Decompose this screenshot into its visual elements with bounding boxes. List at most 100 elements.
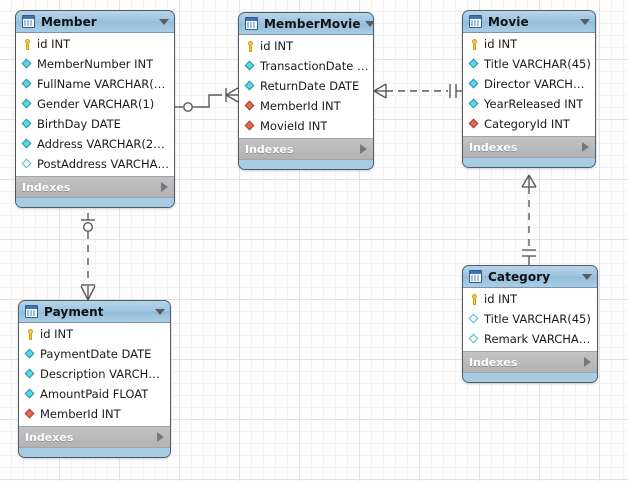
table-icon xyxy=(22,15,35,28)
indexes-row[interactable]: Indexes xyxy=(463,137,595,158)
chevron-right-icon[interactable] xyxy=(582,142,589,152)
field-row[interactable]: FullName VARCHAR(100) xyxy=(16,74,174,94)
chevron-right-icon[interactable] xyxy=(161,182,168,192)
field-row[interactable]: MemberId INT xyxy=(239,96,373,116)
chevron-right-icon[interactable] xyxy=(360,144,367,154)
field-row[interactable]: Gender VARCHAR(1) xyxy=(16,94,174,114)
field-row[interactable]: Title VARCHAR(45) xyxy=(463,54,595,74)
field-label: MovieId INT xyxy=(260,119,328,133)
field-row[interactable]: CategoryId INT xyxy=(463,114,595,134)
field-label: ReturnDate DATE xyxy=(260,79,360,93)
table-icon xyxy=(469,270,482,283)
entity-member[interactable]: Member id INT MemberNumber INT FullName … xyxy=(15,10,175,208)
chevron-down-icon[interactable] xyxy=(364,20,373,27)
chevron-down-icon[interactable] xyxy=(159,18,169,25)
indexes-row[interactable]: Indexes xyxy=(19,427,170,448)
field-row[interactable]: MemberNumber INT xyxy=(16,54,174,74)
field-label: YearReleased INT xyxy=(484,97,584,111)
field-label: id INT xyxy=(37,37,71,51)
entity-title: Category xyxy=(488,269,551,284)
field-row[interactable]: MemberId INT xyxy=(19,404,170,424)
field-row[interactable]: Address VARCHAR(255) xyxy=(16,134,174,154)
field-label: Title VARCHAR(45) xyxy=(484,57,591,71)
entity-bottom-strip xyxy=(19,448,170,457)
diamond-icon xyxy=(22,59,33,70)
field-label: CategoryId INT xyxy=(484,117,570,131)
field-row[interactable]: PostAddress VARCHAR(255) xyxy=(16,154,174,174)
foreign-key-diamond-icon xyxy=(245,101,256,112)
field-label: id INT xyxy=(260,39,294,53)
field-row[interactable]: Director VARCHAR(45) xyxy=(463,74,595,94)
diamond-icon xyxy=(25,369,36,380)
diamond-icon xyxy=(245,81,256,92)
entity-payment[interactable]: Payment id INT PaymentDate DATE Descript… xyxy=(18,300,171,458)
key-icon xyxy=(469,38,480,50)
field-label: Address VARCHAR(255) xyxy=(37,137,170,151)
diamond-icon xyxy=(245,61,256,72)
entity-bottom-strip xyxy=(463,373,597,382)
entity-title: Payment xyxy=(44,304,104,319)
field-row[interactable]: ReturnDate DATE xyxy=(239,76,373,96)
field-label: Remark VARCHAR(500) xyxy=(484,332,593,346)
entity-header[interactable]: Payment xyxy=(19,301,170,323)
diamond-icon xyxy=(469,334,480,345)
chevron-down-icon[interactable] xyxy=(155,308,165,315)
indexes-row[interactable]: Indexes xyxy=(239,139,373,160)
field-row[interactable]: id INT xyxy=(463,34,595,54)
entity-header[interactable]: Movie xyxy=(463,11,595,33)
chevron-down-icon[interactable] xyxy=(582,273,592,280)
chevron-down-icon[interactable] xyxy=(580,18,590,25)
field-row[interactable]: PaymentDate DATE xyxy=(19,344,170,364)
field-row[interactable]: id INT xyxy=(19,324,170,344)
diamond-icon xyxy=(22,139,33,150)
indexes-row[interactable]: Indexes xyxy=(16,177,174,198)
entity-category[interactable]: Category id INT Title VARCHAR(45) Remark… xyxy=(462,265,598,383)
entity-fields: id INT Title VARCHAR(45) Remark VARCHAR(… xyxy=(463,288,597,352)
field-row[interactable]: YearReleased INT xyxy=(463,94,595,114)
field-label: MemberId INT xyxy=(260,99,341,113)
foreign-key-diamond-icon xyxy=(245,121,256,132)
entity-header[interactable]: Category xyxy=(463,266,597,288)
entity-fields: id INT PaymentDate DATE Description VARC… xyxy=(19,323,170,427)
field-row[interactable]: id INT xyxy=(239,36,373,56)
field-label: Description VARCHAR(100) xyxy=(40,367,166,381)
key-icon xyxy=(22,38,33,50)
field-row[interactable]: id INT xyxy=(16,34,174,54)
chevron-right-icon[interactable] xyxy=(157,432,164,442)
diamond-icon xyxy=(25,349,36,360)
field-label: MemberNumber INT xyxy=(37,57,154,71)
field-row[interactable]: id INT xyxy=(463,289,597,309)
field-label: Gender VARCHAR(1) xyxy=(37,97,155,111)
diamond-icon xyxy=(22,159,33,170)
entity-header[interactable]: Member xyxy=(16,11,174,33)
field-row[interactable]: MovieId INT xyxy=(239,116,373,136)
field-label: BirthDay DATE xyxy=(37,117,121,131)
entity-title: MemberMovie xyxy=(264,16,361,31)
field-row[interactable]: TransactionDate DATE xyxy=(239,56,373,76)
foreign-key-diamond-icon xyxy=(469,119,480,130)
field-label: PostAddress VARCHAR(255) xyxy=(37,157,170,171)
entity-header[interactable]: MemberMovie xyxy=(239,13,373,35)
field-row[interactable]: AmountPaid FLOAT xyxy=(19,384,170,404)
field-label: Director VARCHAR(45) xyxy=(484,77,591,91)
diamond-icon xyxy=(469,314,480,325)
entity-movie[interactable]: Movie id INT Title VARCHAR(45) Director … xyxy=(462,10,596,168)
field-row[interactable]: Title VARCHAR(45) xyxy=(463,309,597,329)
entity-bottom-strip xyxy=(463,158,595,167)
entity-bottom-strip xyxy=(239,160,373,169)
field-row[interactable]: Remark VARCHAR(500) xyxy=(463,329,597,349)
field-label: Title VARCHAR(45) xyxy=(484,312,591,326)
field-row[interactable]: BirthDay DATE xyxy=(16,114,174,134)
entity-fields: id INT MemberNumber INT FullName VARCHAR… xyxy=(16,33,174,177)
field-row[interactable]: Description VARCHAR(100) xyxy=(19,364,170,384)
diamond-icon xyxy=(22,119,33,130)
indexes-row[interactable]: Indexes xyxy=(463,352,597,373)
entity-bottom-strip xyxy=(16,198,174,207)
chevron-right-icon[interactable] xyxy=(584,357,591,367)
field-label: TransactionDate DATE xyxy=(260,59,369,73)
table-icon xyxy=(469,15,482,28)
entity-title: Movie xyxy=(488,14,529,29)
diamond-icon xyxy=(22,79,33,90)
entity-membermovie[interactable]: MemberMovie id INT TransactionDate DATE … xyxy=(238,12,374,170)
